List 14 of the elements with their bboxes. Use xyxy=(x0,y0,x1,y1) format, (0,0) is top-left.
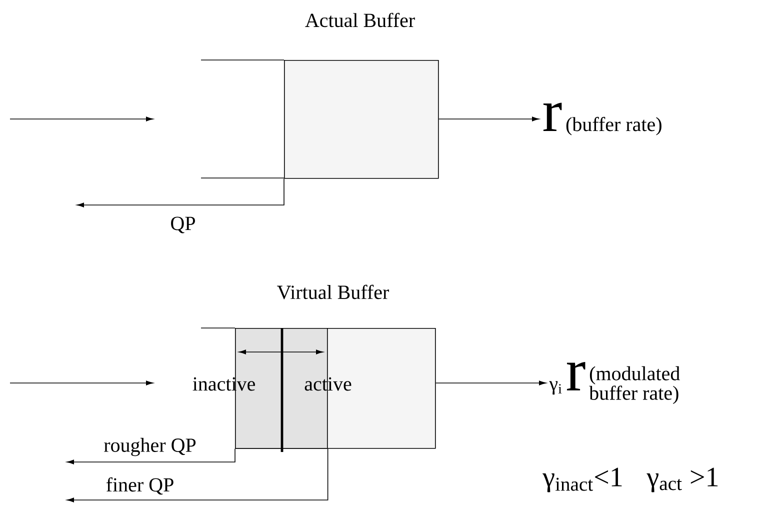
arrow xyxy=(435,380,546,386)
arrow xyxy=(76,178,284,208)
node-label: Actual Buffer xyxy=(305,12,415,28)
gamma-condition: γ$_{act}$ >1 xyxy=(646,468,718,492)
edge-label: QP xyxy=(171,216,195,234)
node-label: Virtual Buffer xyxy=(277,284,389,300)
arrow xyxy=(66,448,328,502)
gamma-condition: γ$_{inact}$<1 xyxy=(542,468,622,492)
buffer-box: Actual Buffer xyxy=(284,12,439,179)
edge-label: finer QP xyxy=(106,477,174,495)
arrow xyxy=(66,448,236,464)
output-label: γ$_{i}$ r(modulated buffer rate) xyxy=(549,362,680,404)
edge-label: rougher QP xyxy=(104,438,196,456)
arrow xyxy=(438,116,540,122)
